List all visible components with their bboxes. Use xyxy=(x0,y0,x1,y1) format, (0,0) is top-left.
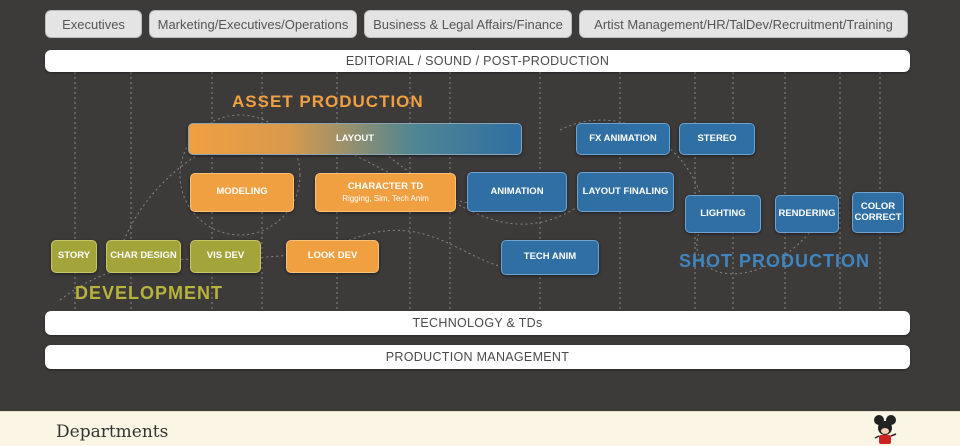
character-td-sublabel: Rigging, Sim, Tech Anim xyxy=(342,193,429,203)
editorial-sound-post-bar: EDITORIAL / SOUND / POST-PRODUCTION xyxy=(45,50,910,72)
character-td-label: CHARACTER TD xyxy=(347,180,424,192)
footer-title: Departments xyxy=(56,422,169,442)
color-correct-label: COLOR CORRECT xyxy=(854,200,902,223)
stereo-label: STEREO xyxy=(697,132,737,144)
character-td-box: CHARACTER TD Rigging, Sim, Tech Anim xyxy=(315,173,456,212)
vis-dev-box: VIS DEV xyxy=(190,240,261,273)
technology-tds-bar: TECHNOLOGY & TDs xyxy=(45,311,910,335)
development-title: DEVELOPMENT xyxy=(75,283,224,303)
animation-label: ANIMATION xyxy=(490,185,544,197)
look-dev-label: LOOK DEV xyxy=(307,250,358,262)
lighting-label: LIGHTING xyxy=(700,207,746,219)
dept-artist-management: Artist Management/HR/TalDev/Recruitment/… xyxy=(579,10,908,38)
layout-label: LAYOUT xyxy=(335,132,375,144)
layout-finaling-label: LAYOUT FINALING xyxy=(582,185,669,197)
fx-animation-box: FX ANIMATION xyxy=(576,123,670,155)
vis-dev-label: VIS DEV xyxy=(206,250,245,262)
production-management-bar: PRODUCTION MANAGEMENT xyxy=(45,345,910,369)
char-design-box: CHAR DESIGN xyxy=(106,240,181,273)
look-dev-box: LOOK DEV xyxy=(286,240,379,273)
fx-animation-label: FX ANIMATION xyxy=(589,132,657,144)
mickey-mouse-icon xyxy=(874,415,897,444)
asset-production-title: ASSET PRODUCTION xyxy=(232,92,424,111)
animation-box: ANIMATION xyxy=(467,172,567,212)
stereo-box: STEREO xyxy=(679,123,755,155)
dept-executives: Executives xyxy=(45,10,142,38)
lighting-box: LIGHTING xyxy=(685,195,761,233)
rendering-label: RENDERING xyxy=(778,207,836,219)
org-chart-slide: Executives Marketing/Executives/Operatio… xyxy=(45,10,910,369)
char-design-label: CHAR DESIGN xyxy=(110,250,177,262)
layout-box: LAYOUT xyxy=(188,123,522,155)
story-label: STORY xyxy=(57,250,91,262)
tech-anim-label: TECH ANIM xyxy=(523,251,577,263)
color-correct-box: COLOR CORRECT xyxy=(852,192,904,233)
rendering-box: RENDERING xyxy=(775,195,839,233)
shot-production-title: SHOT PRODUCTION xyxy=(679,251,871,271)
dept-business-legal-finance: Business & Legal Affairs/Finance xyxy=(364,10,572,38)
layout-finaling-box: LAYOUT FINALING xyxy=(577,172,674,212)
modeling-label: MODELING xyxy=(216,186,268,198)
story-box: STORY xyxy=(51,240,97,273)
modeling-box: MODELING xyxy=(190,173,294,212)
tech-anim-box: TECH ANIM xyxy=(501,240,599,275)
dept-marketing-executives-operations: Marketing/Executives/Operations xyxy=(149,10,357,38)
slide-footer: Departments xyxy=(0,411,960,446)
